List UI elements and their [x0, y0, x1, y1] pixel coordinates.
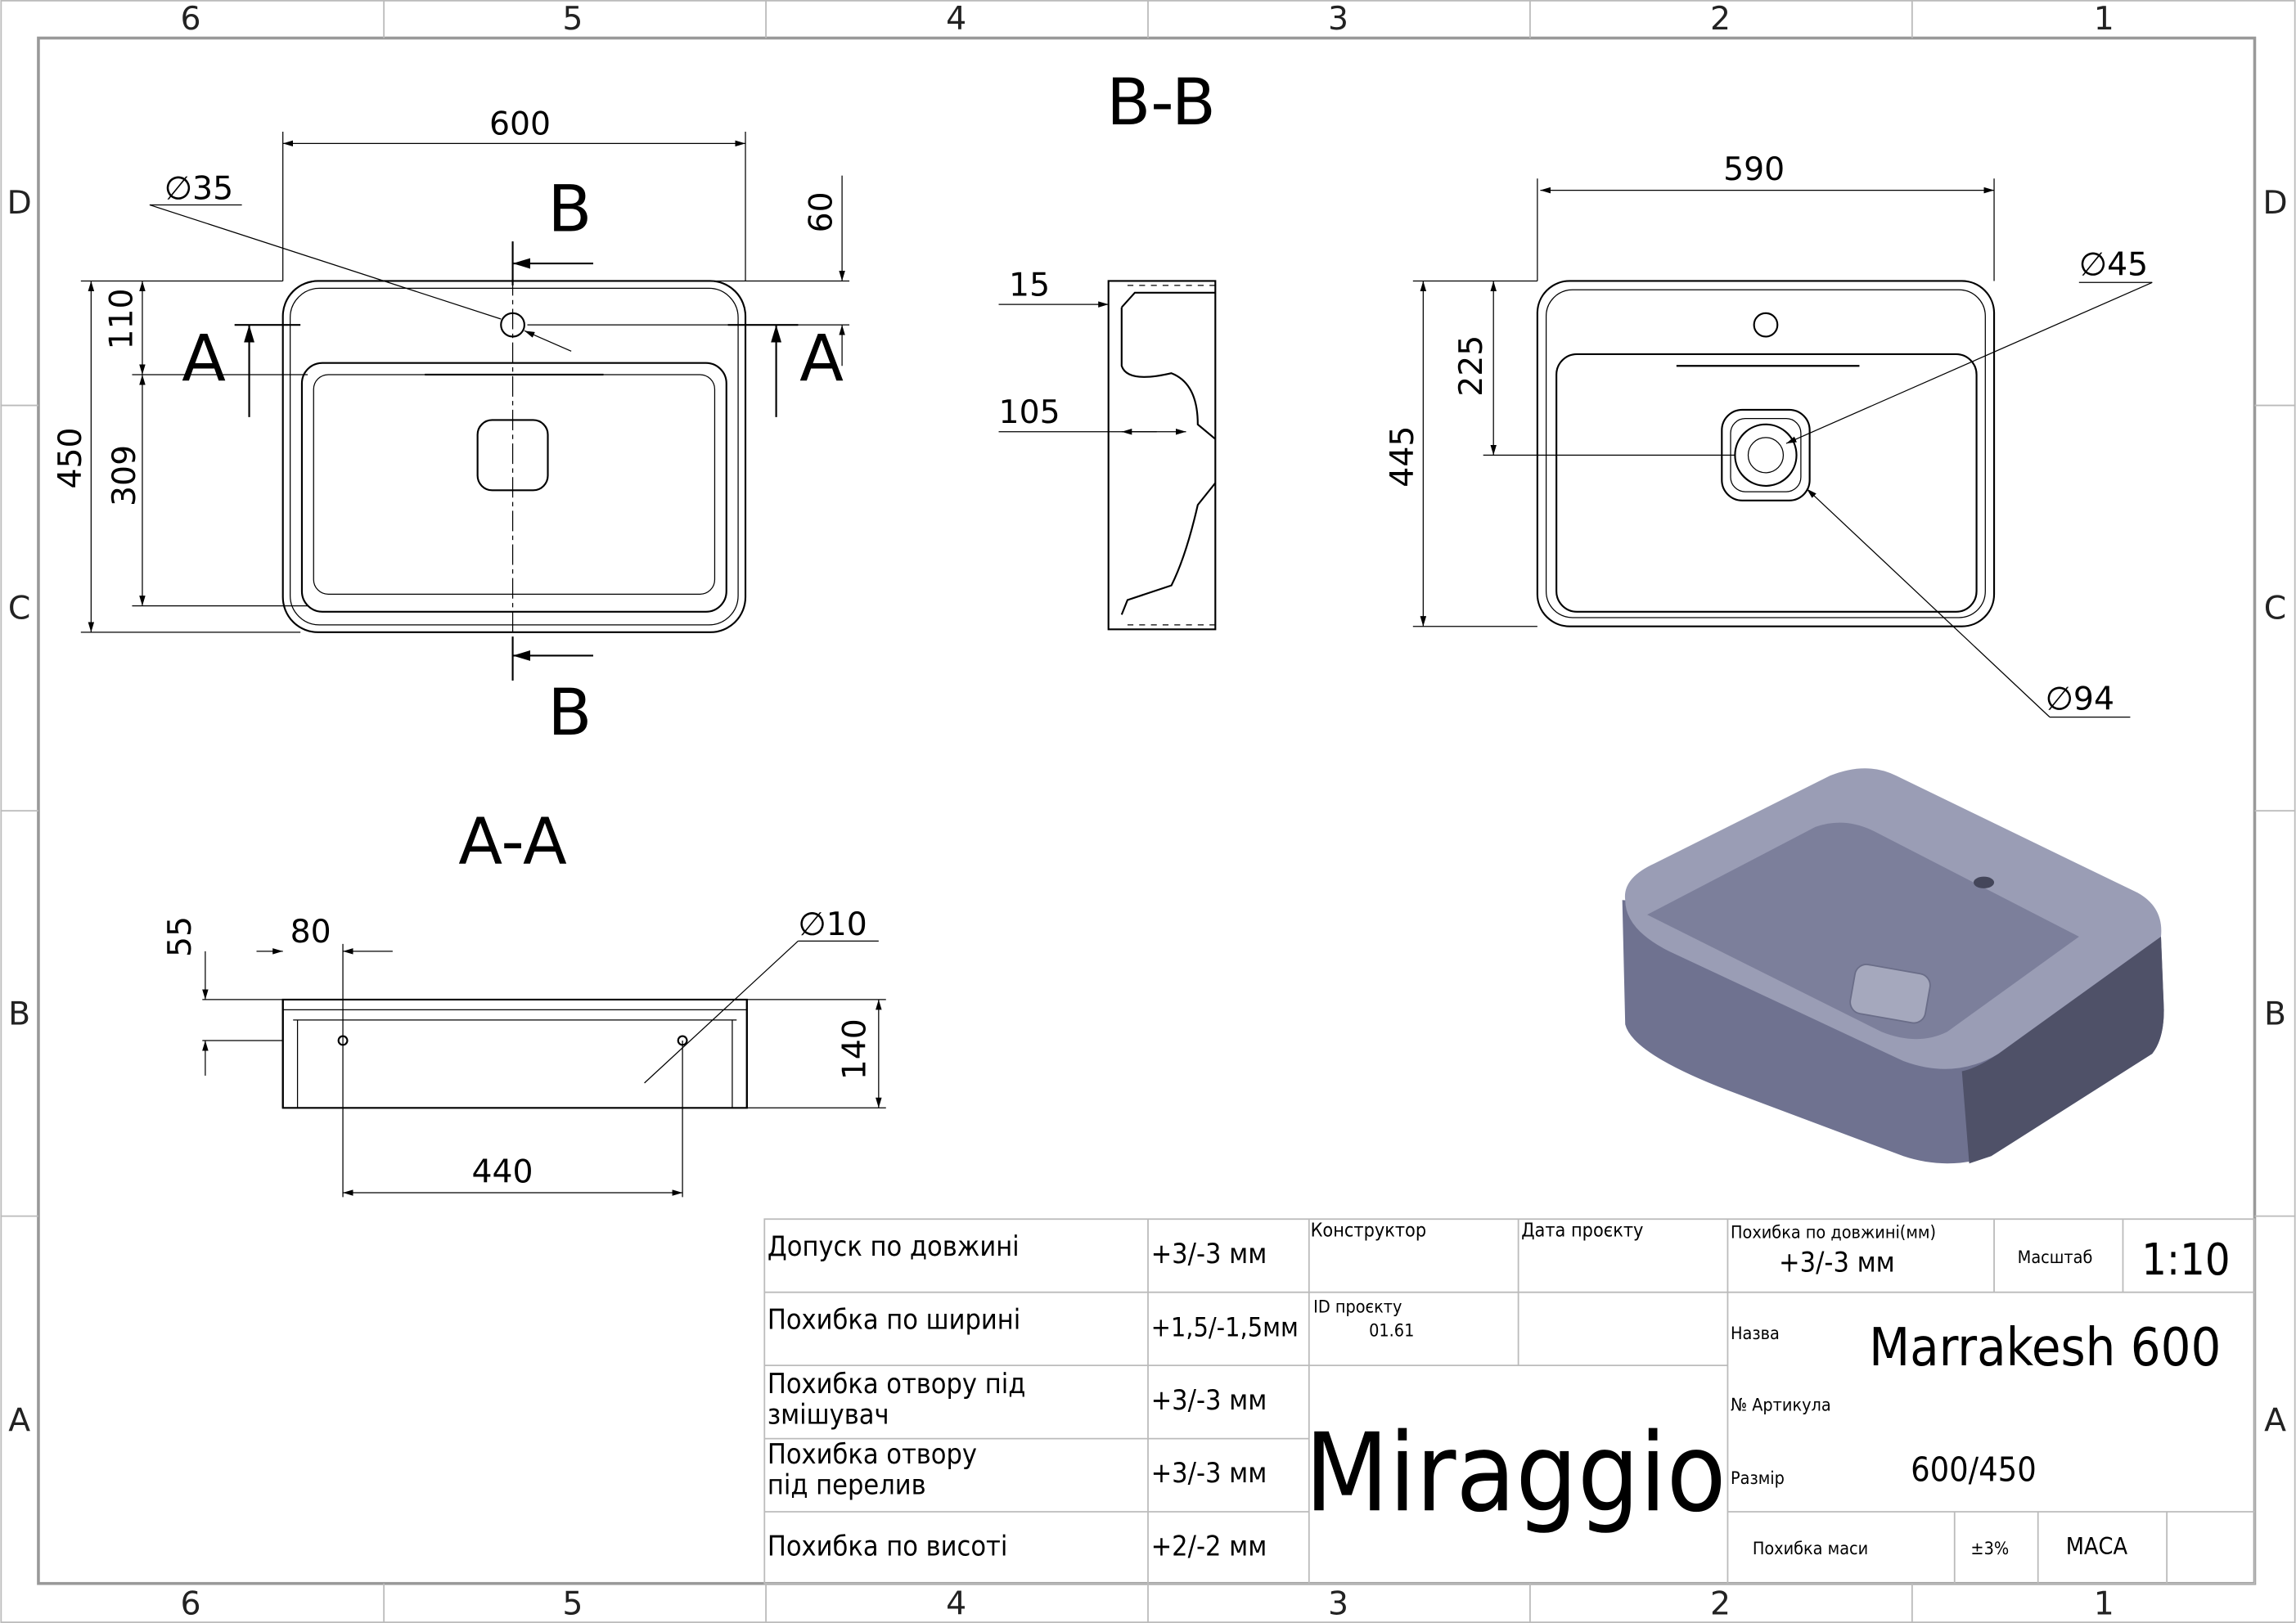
dim-depth-105: 105 [999, 393, 1060, 431]
dim-rim-55: 55 [161, 916, 199, 957]
zone-row-c: C [8, 590, 30, 627]
scale-label: Масштаб [2018, 1248, 2093, 1268]
zone-row-a: A [8, 1402, 30, 1440]
section-marker-a-left: A [182, 321, 226, 396]
tolerance-label-mixer-hole-2: змішувач [768, 1399, 889, 1432]
section-aa-title: A-A [458, 804, 567, 879]
section-marker-b-top: B [547, 172, 592, 247]
tolerance-value-mixer-hole: +3/-3 мм [1151, 1384, 1267, 1417]
scale-value: 1:10 [2141, 1234, 2230, 1285]
zone-col-2-bottom: 2 [1710, 1585, 1731, 1622]
tolerance-value-length: +3/-3 мм [1151, 1238, 1267, 1270]
dim-height-140: 140 [836, 1018, 874, 1080]
tolerance-value-height: +2/-2 мм [1151, 1531, 1267, 1563]
section-aa-view: A-A 55 80 ∅10 140 440 [161, 804, 886, 1198]
tolerance-label-overflow-1: Похибка отвору [768, 1438, 977, 1471]
dim-hole-10: ∅10 [798, 906, 867, 943]
dim-overflow-diameter: ∅35 [164, 169, 233, 207]
section-marker-a-right: A [799, 321, 844, 396]
designer-label: Конструктор [1311, 1220, 1427, 1242]
product-name: Marrakesh 600 [1869, 1317, 2221, 1378]
mass-tolerance-label: Похибка маси [1753, 1539, 1868, 1559]
tolerance-value-overflow: +3/-3 мм [1151, 1457, 1267, 1490]
tolerance-label-height: Похибка по висоті [768, 1531, 1008, 1563]
project-id: 01.61 [1369, 1320, 1414, 1341]
length-tolerance: +3/-3 мм [1779, 1247, 1895, 1279]
top-view-drain: 590 ∅45 ∅94 225 445 [1384, 151, 2153, 718]
zone-col-2: 2 [1710, 0, 1731, 38]
project-id-label: ID проєкту [1313, 1297, 1402, 1318]
dim-offset-80: 80 [290, 913, 331, 951]
dim-inner-309: 309 [106, 445, 143, 506]
zone-row-d: D [7, 184, 32, 222]
size-value: 600/450 [1911, 1450, 2037, 1489]
date-label: Дата проєкту [1521, 1220, 1643, 1242]
top-view: 600 ∅35 B B A A 60 110 450 309 [52, 106, 850, 750]
dim-drain-45: ∅45 [2079, 245, 2148, 283]
dim-depth-445: 445 [1384, 426, 1421, 488]
zone-col-4: 4 [946, 0, 966, 38]
tolerance-value-width: +1,5/-1,5мм [1151, 1311, 1299, 1342]
zone-col-5-bottom: 5 [562, 1585, 583, 1622]
size-label: Размір [1731, 1468, 1785, 1489]
article-label: № Артикула [1731, 1396, 1831, 1416]
dim-depth-450: 450 [52, 427, 89, 488]
zone-col-5: 5 [562, 0, 583, 38]
zone-row-b: B [8, 995, 30, 1032]
zone-col-1-bottom: 1 [2094, 1585, 2114, 1622]
dim-offset-60: 60 [803, 191, 840, 232]
zone-col-3-bottom: 3 [1328, 1585, 1348, 1622]
dim-offset-225: 225 [1452, 335, 1490, 397]
zone-col-6: 6 [180, 0, 200, 38]
dim-width-590: 590 [1723, 151, 1785, 188]
dim-offset-110: 110 [102, 288, 140, 349]
section-bb-view: B-B 15 105 [998, 65, 1217, 631]
title-block: Допуск по довжині Похибка по ширині Похи… [763, 1218, 2256, 1585]
section-bb-title: B-B [1106, 65, 1216, 140]
dim-width-600: 600 [489, 106, 551, 143]
zone-col-3: 3 [1328, 0, 1348, 38]
length-tolerance-label: Похибка по довжині(мм) [1731, 1222, 1936, 1243]
zone-row-b-right: B [2264, 995, 2286, 1032]
zone-row-d-right: D [2262, 184, 2287, 222]
mass-tolerance: ±3% [1970, 1539, 2009, 1559]
tolerance-label-length: Допуск по довжині [768, 1230, 1020, 1263]
brand-logo: Miraggio [1305, 1410, 1727, 1536]
dim-span-440: 440 [471, 1153, 533, 1191]
section-marker-b-bottom: B [547, 675, 592, 750]
dim-rim-15: 15 [1009, 266, 1050, 303]
basin-3d-render [1622, 768, 2164, 1164]
zone-row-c-right: C [2264, 590, 2286, 627]
mass-label: МАСА [2066, 1532, 2128, 1560]
zone-col-4-bottom: 4 [946, 1585, 966, 1622]
name-label: Назва [1731, 1324, 1780, 1344]
zone-col-6-bottom: 6 [180, 1585, 200, 1622]
zone-col-1: 1 [2094, 0, 2114, 38]
tolerance-label-width: Похибка по ширині [768, 1303, 1020, 1336]
tolerance-label-mixer-hole-1: Похибка отвору під [768, 1368, 1025, 1400]
tolerance-label-overflow-2: під перелив [768, 1469, 926, 1502]
dim-drain-94: ∅94 [2046, 681, 2114, 718]
zone-row-a-right: A [2264, 1402, 2286, 1440]
